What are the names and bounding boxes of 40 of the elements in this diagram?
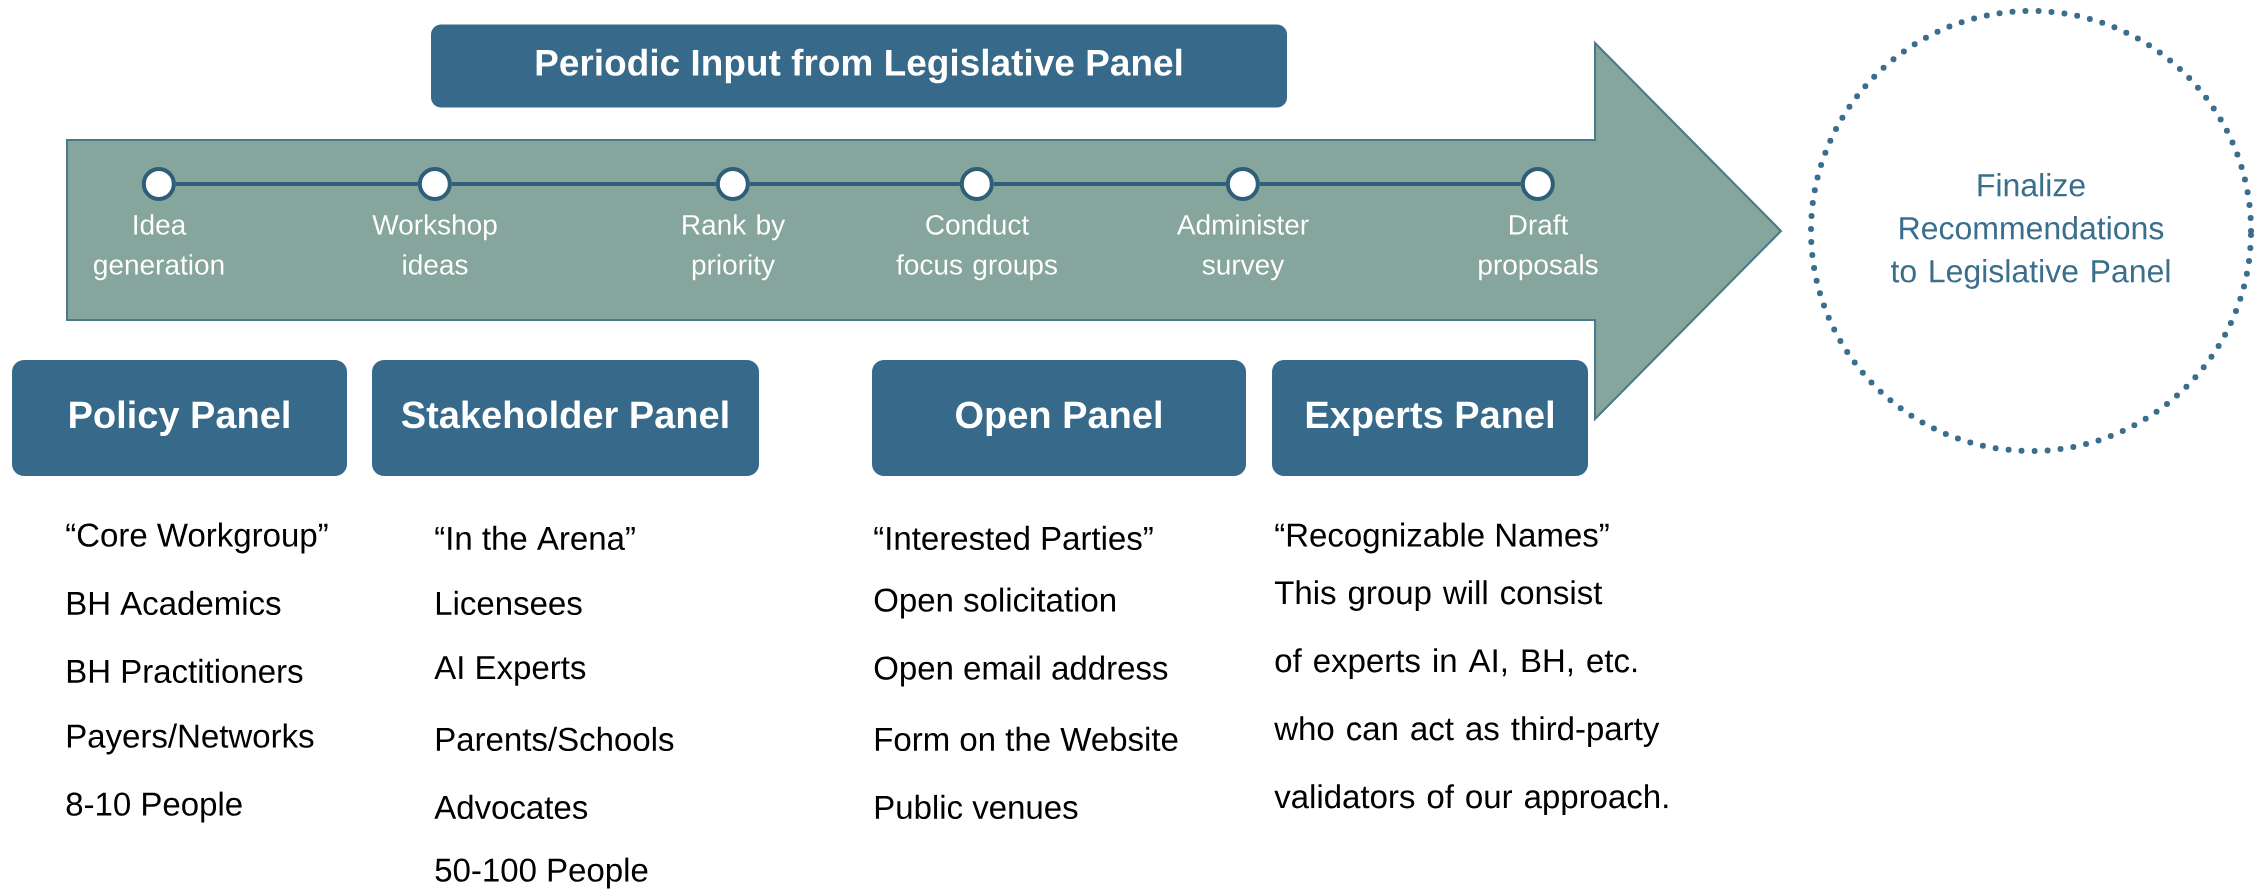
panel-box: Experts Panel bbox=[1272, 360, 1588, 476]
panel-subtitle: “In the Arena” bbox=[435, 525, 635, 551]
list-item: BH Practitioners bbox=[67, 658, 303, 684]
step-label: Rank by priority bbox=[683, 214, 786, 281]
step-label: Workshop ideas bbox=[372, 214, 497, 275]
list-item: Form on the Website bbox=[875, 726, 1178, 752]
timeline-dot bbox=[715, 167, 750, 201]
list-item: Advocates bbox=[434, 794, 588, 820]
timeline-line bbox=[175, 182, 418, 186]
panel-box: Open Panel bbox=[872, 360, 1246, 476]
list-item: Open solicitation bbox=[874, 587, 1115, 619]
list-item: Open email address bbox=[874, 655, 1168, 687]
timeline-dot bbox=[959, 167, 994, 201]
timeline-dot bbox=[141, 167, 176, 201]
list-item: Payers/Networks bbox=[67, 723, 314, 755]
list-item: Public venues bbox=[875, 794, 1078, 820]
timeline-line bbox=[749, 182, 960, 186]
panel-subtitle: “Core Workgroup” bbox=[66, 522, 328, 554]
panel-box: Stakeholder Panel bbox=[372, 360, 759, 476]
timeline-line bbox=[451, 182, 716, 186]
step-label: Draft proposals bbox=[1479, 214, 1598, 281]
list-item: Parents/Schools bbox=[436, 726, 674, 752]
timeline-dot bbox=[1520, 167, 1555, 201]
step-label: Administer survey bbox=[1176, 214, 1309, 281]
timeline-dot bbox=[417, 167, 452, 201]
timeline-line bbox=[1259, 182, 1521, 186]
step-label: Conduct focus groups bbox=[896, 214, 1057, 281]
list-item: BH Academics bbox=[67, 590, 281, 616]
panel-subtitle: “Interested Parties” bbox=[874, 525, 1153, 551]
panel-box: Policy Panel bbox=[12, 360, 347, 476]
title-box: Periodic Input from Legislative Panel bbox=[431, 24, 1287, 108]
description-text: This group will consist of experts in AI, BH, etc. who can act as third-party validators of our approach. bbox=[1274, 580, 1668, 815]
panel-subtitle: “Recognizable Names” bbox=[1275, 522, 1609, 554]
list-item: 50-100 People bbox=[435, 857, 648, 889]
step-label: Idea generation bbox=[94, 214, 224, 281]
list-item: AI Experts bbox=[434, 656, 586, 686]
list-item: Licensees bbox=[436, 590, 582, 616]
timeline-dot bbox=[1225, 167, 1260, 201]
timeline-line bbox=[993, 182, 1226, 186]
list-item: 8-10 People bbox=[66, 791, 242, 823]
